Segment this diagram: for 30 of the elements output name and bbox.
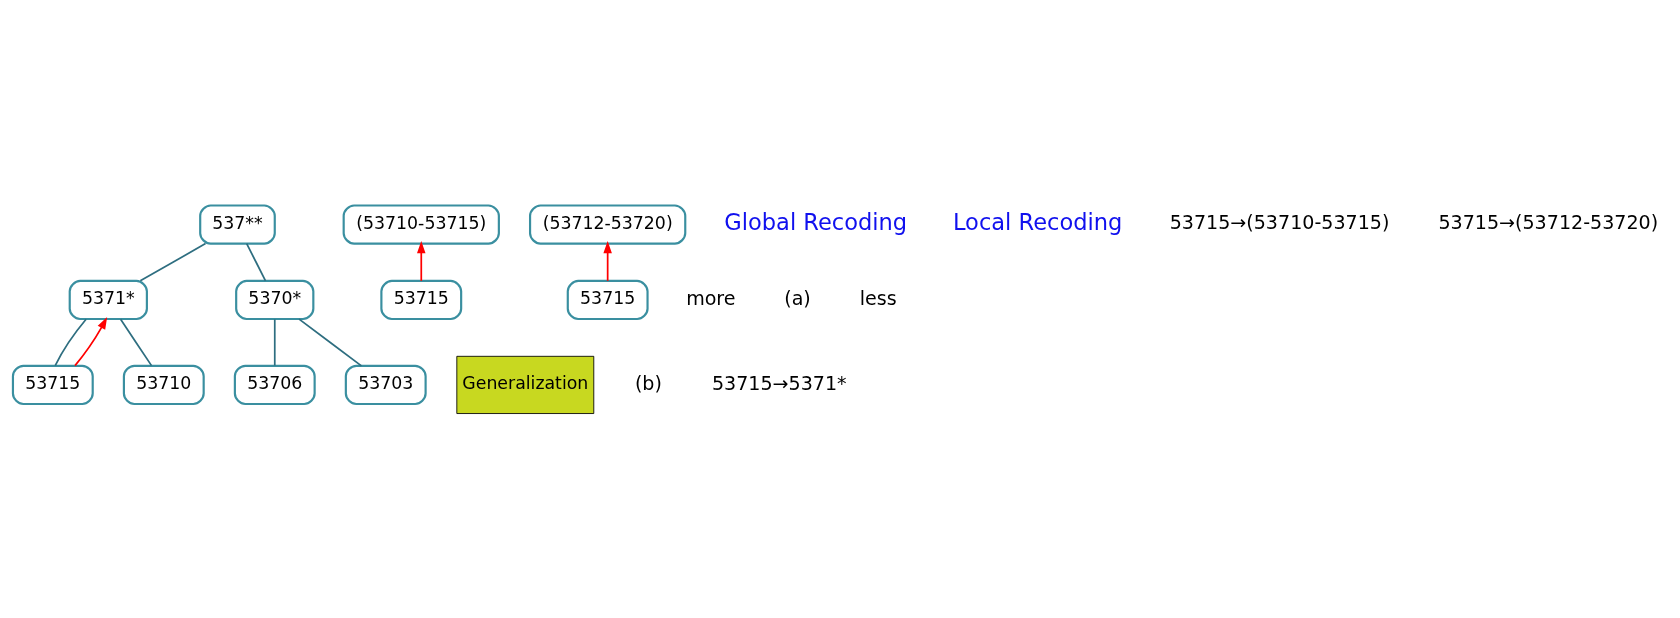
node-box: 53715 bbox=[380, 279, 463, 320]
connector bbox=[245, 242, 267, 282]
node-box: 53715 bbox=[11, 364, 94, 405]
node-box: 5371* bbox=[68, 279, 148, 320]
node-box: 53703 bbox=[344, 364, 427, 405]
connector bbox=[139, 242, 207, 282]
arrow bbox=[74, 316, 108, 366]
label: Local Recoding bbox=[952, 208, 1123, 235]
node-box: 53710 bbox=[122, 364, 205, 405]
connector bbox=[119, 317, 153, 366]
arrow bbox=[603, 240, 612, 282]
connector bbox=[54, 317, 87, 366]
node-box: (53710-53715) bbox=[342, 203, 500, 245]
label: more bbox=[686, 286, 736, 309]
label: Generalization bbox=[462, 372, 589, 393]
node-box: 537** bbox=[199, 203, 276, 245]
label: Global Recoding bbox=[724, 208, 908, 235]
arrow bbox=[417, 240, 426, 282]
node-box: 53706 bbox=[233, 364, 316, 405]
label: (b) bbox=[634, 371, 662, 394]
connector bbox=[298, 317, 363, 367]
label: 53715→5371* bbox=[711, 371, 847, 394]
node-box: (53712-53720) bbox=[529, 203, 687, 245]
label: 53715→(53712-53720) bbox=[1438, 210, 1659, 233]
label: (a) bbox=[784, 286, 811, 309]
node-box: 5370* bbox=[235, 279, 315, 320]
label: less bbox=[859, 286, 897, 309]
connector bbox=[273, 317, 276, 366]
label: 53715→(53710-53715) bbox=[1169, 210, 1390, 233]
node-box: 53715 bbox=[566, 279, 649, 320]
